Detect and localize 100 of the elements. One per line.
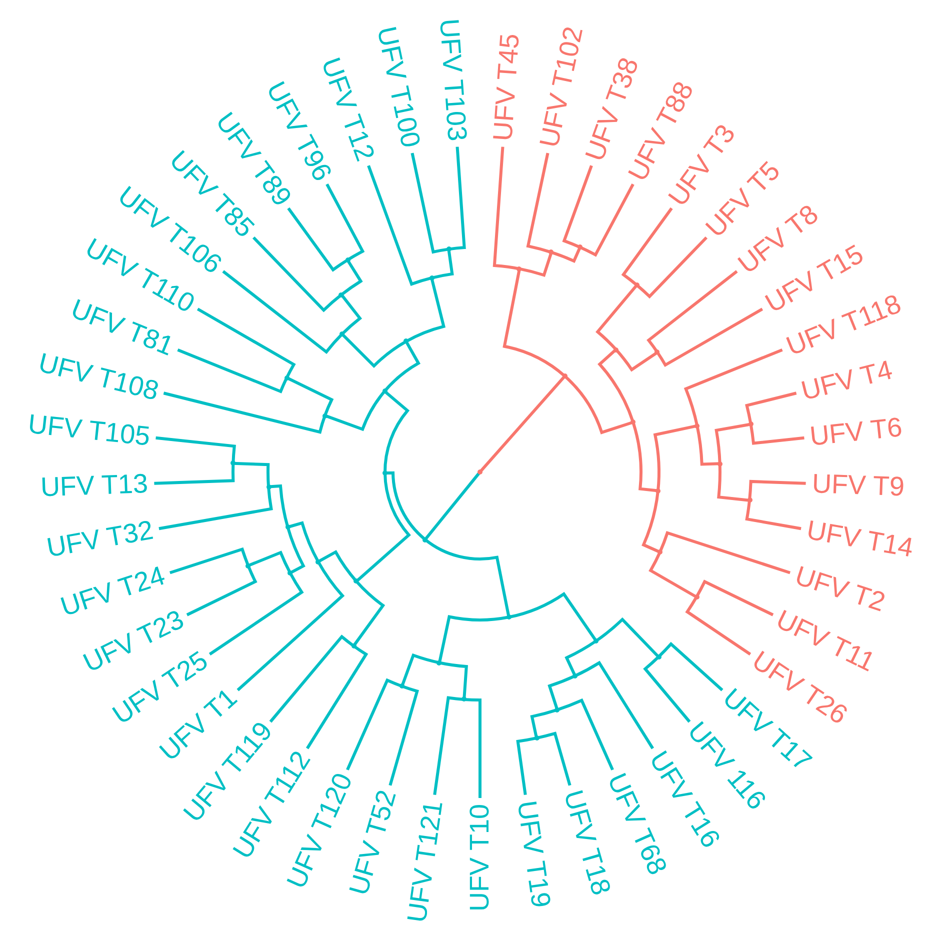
branch-line — [658, 531, 790, 574]
branch-line — [596, 284, 638, 351]
leaf-label: UFV T9 — [811, 470, 905, 500]
branch-line — [614, 348, 658, 372]
branch-node — [351, 643, 356, 648]
branch-line — [384, 390, 409, 474]
branch-line — [656, 308, 764, 366]
branch-node — [446, 246, 452, 252]
branch-line — [341, 333, 407, 368]
leaf-label: UFV T32 — [44, 516, 156, 562]
branch-line — [695, 580, 774, 616]
branch-line — [565, 640, 597, 677]
branch-node — [534, 736, 540, 741]
branch-line — [286, 376, 334, 416]
branch-node — [694, 423, 700, 428]
branch-line — [439, 661, 468, 700]
leaf-label: UFV T14 — [804, 516, 916, 562]
branch-node — [747, 498, 752, 503]
branch-node — [382, 470, 388, 476]
branch-node — [382, 388, 388, 394]
leaf-label: UFV T100 — [372, 24, 424, 150]
branch-line — [745, 500, 802, 530]
branch-line — [424, 538, 510, 618]
branch-node — [322, 413, 328, 418]
leaf-label: UFV T13 — [40, 470, 149, 501]
branch-line — [550, 246, 582, 262]
branch-node — [285, 524, 290, 530]
branch-line — [502, 268, 566, 378]
branch-node — [354, 578, 359, 584]
branch-line — [714, 422, 752, 464]
branch-line — [177, 348, 288, 393]
leaf-label: UFV T102 — [536, 24, 588, 150]
branch-line — [642, 490, 661, 554]
branch-line — [519, 252, 553, 277]
branch-line — [196, 308, 296, 378]
branch-line — [644, 656, 691, 723]
branch-line — [598, 348, 635, 423]
branch-line — [654, 424, 698, 491]
branch-node — [246, 563, 251, 568]
branch-line — [163, 392, 326, 434]
branch-line — [579, 183, 634, 256]
branch-line — [400, 654, 440, 687]
branch-line — [562, 165, 593, 249]
branch-line — [556, 698, 614, 770]
branch-node — [400, 684, 405, 689]
branch-line — [208, 572, 304, 656]
branch-line — [647, 270, 738, 354]
branch-node — [656, 488, 661, 494]
branch-line — [340, 294, 362, 336]
branch-node — [338, 292, 344, 298]
branch-line — [306, 644, 368, 750]
leaf-label: UFV T19 — [512, 798, 555, 910]
branch-line — [158, 486, 273, 530]
branch-line — [438, 615, 510, 664]
leaf-label: UFV T103 — [434, 18, 470, 142]
branch-node — [717, 461, 722, 466]
branch-node — [613, 347, 618, 352]
branch-node — [562, 374, 568, 379]
branch-line — [564, 375, 634, 434]
branch-line — [748, 480, 806, 500]
branch-line — [516, 736, 537, 796]
branch-node — [694, 594, 699, 600]
branch-line — [269, 635, 355, 723]
branch-line — [433, 696, 464, 796]
branch-line — [696, 426, 720, 466]
branch-node — [578, 244, 583, 250]
branch-node — [506, 614, 512, 620]
branch-line — [717, 464, 750, 502]
branch-node — [748, 422, 754, 427]
branch-node — [316, 559, 321, 564]
branch-line — [367, 165, 432, 286]
branch-line — [548, 674, 576, 710]
branch-node — [230, 460, 236, 466]
branch-node — [572, 673, 578, 678]
branch-line — [636, 236, 708, 298]
branch-line — [169, 548, 250, 574]
branch-line — [326, 183, 364, 262]
branch-node — [654, 350, 660, 355]
branch-line — [384, 471, 426, 541]
branch-line — [622, 207, 673, 286]
branch-line — [252, 236, 342, 312]
branch-node — [554, 707, 560, 712]
branch-node — [266, 484, 272, 490]
branch-line — [632, 422, 658, 492]
branch-node — [345, 257, 350, 262]
leaf-label: UFV T45 — [490, 32, 524, 142]
branch-line — [222, 270, 344, 354]
branch-line — [286, 526, 305, 574]
branch-line — [355, 472, 410, 582]
branch-line — [324, 390, 386, 431]
branch-line — [236, 560, 344, 692]
branch-line — [424, 471, 482, 540]
leaf-label: UFV T6 — [808, 414, 904, 451]
branch-node — [634, 282, 640, 288]
branch-line — [287, 207, 348, 272]
branch-line — [649, 552, 698, 598]
branch-line — [749, 424, 804, 445]
branch-line — [388, 684, 419, 786]
branch-line — [352, 580, 385, 647]
branch-node — [516, 266, 522, 272]
